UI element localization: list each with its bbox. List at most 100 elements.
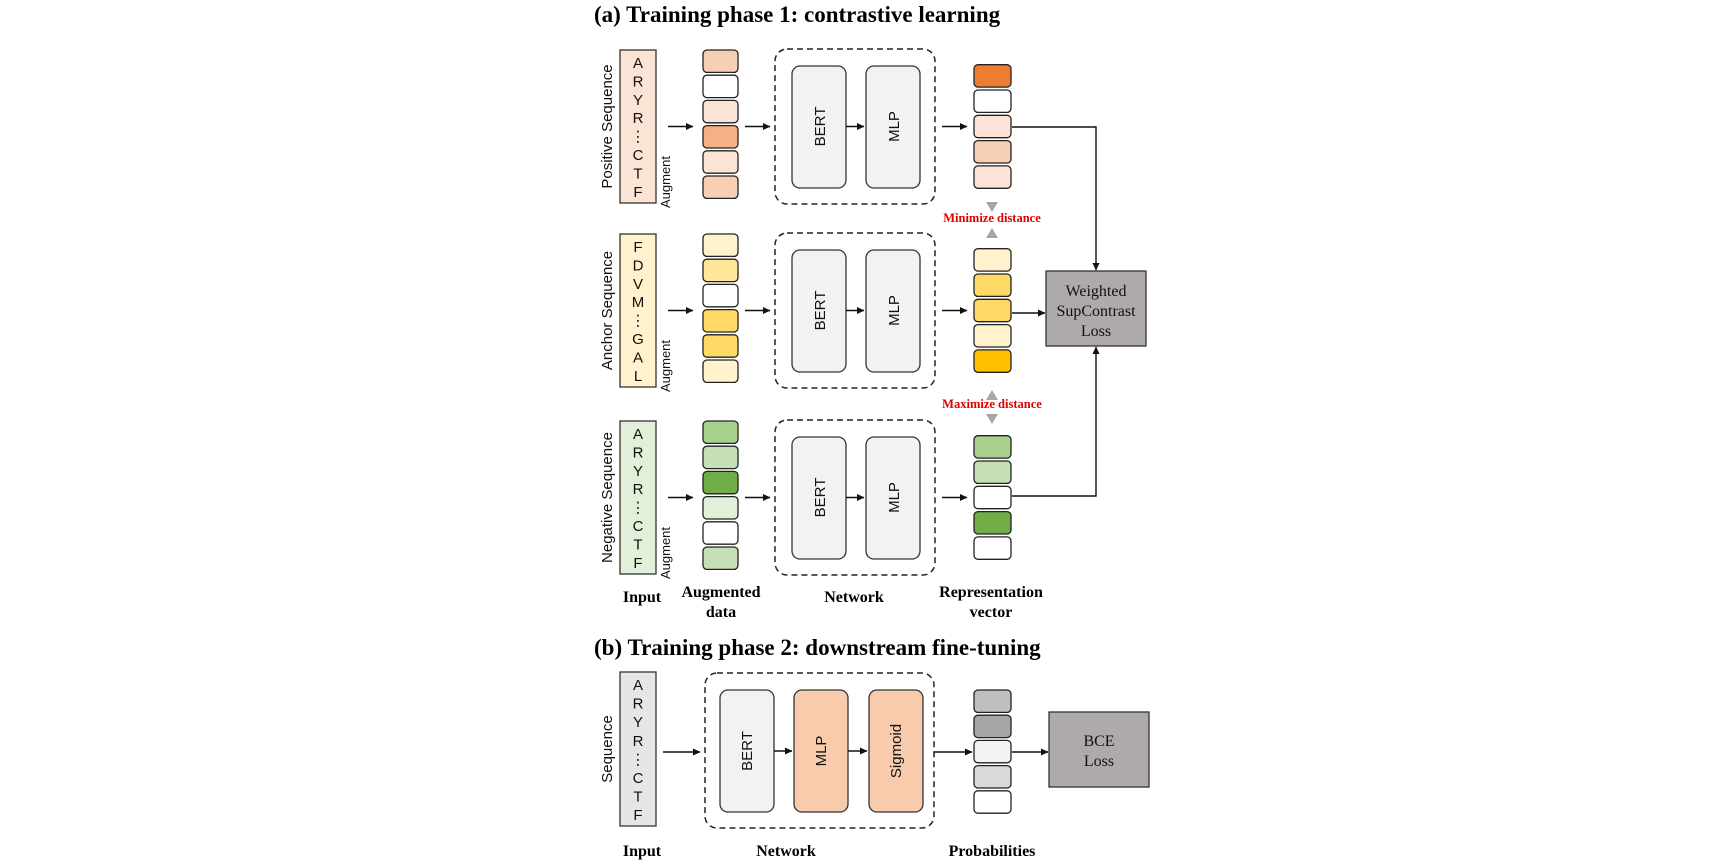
finetune-sequence-box bbox=[619, 671, 657, 827]
finetune-input-caption: Input bbox=[623, 843, 662, 860]
bce-loss-line-1: BCE bbox=[1083, 733, 1114, 750]
sequence-char: V bbox=[633, 276, 643, 293]
augmented-data-cell bbox=[702, 258, 739, 283]
weighted-supcontrast-loss-box bbox=[1045, 270, 1147, 347]
augmented-data-cell bbox=[702, 74, 739, 99]
sequence-char: ⋮ bbox=[631, 313, 646, 330]
sequence-char: C bbox=[633, 518, 644, 535]
augmented-data-cell bbox=[702, 521, 739, 545]
probability-cell bbox=[973, 739, 1012, 764]
mlp-label: MLP bbox=[813, 736, 830, 767]
loss-line-3: Loss bbox=[1081, 323, 1111, 340]
augmented-caption-line2: data bbox=[706, 604, 736, 621]
sequence-char: C bbox=[633, 770, 644, 787]
sequence-char: T bbox=[633, 789, 642, 806]
sequence-char: R bbox=[633, 481, 644, 498]
sigmoid-label: Sigmoid bbox=[888, 724, 905, 778]
representation-vector-cell bbox=[973, 323, 1012, 348]
sequence-char: F bbox=[633, 184, 642, 201]
sequence-char: Y bbox=[633, 714, 643, 731]
augmented-data-cell bbox=[702, 175, 739, 200]
representation-vector-cell bbox=[973, 485, 1012, 510]
augmented-data-cell bbox=[702, 546, 739, 571]
sequence-char: A bbox=[633, 55, 643, 72]
negative-network-container bbox=[774, 419, 936, 576]
representation-vector-cell bbox=[973, 298, 1012, 323]
sequence-char: ⋮ bbox=[631, 500, 646, 517]
sequence-char: ⋮ bbox=[631, 129, 646, 146]
negative-sequence-label: Negative Sequence bbox=[599, 432, 616, 563]
loss-line-1: Weighted bbox=[1066, 283, 1127, 300]
representation-vector-cell bbox=[973, 248, 1012, 272]
positive-mlp-module bbox=[865, 65, 921, 189]
sequence-char: F bbox=[633, 555, 642, 572]
negative-mlp-label: MLP bbox=[886, 482, 903, 513]
positive-mlp-label: MLP bbox=[886, 111, 903, 142]
sequence-char: F bbox=[633, 807, 642, 824]
probabilities-caption: Probabilities bbox=[949, 843, 1036, 860]
augmented-data-cell bbox=[702, 124, 739, 149]
sequence-char: L bbox=[634, 368, 642, 385]
sequence-char: R bbox=[633, 73, 644, 90]
probability-cell bbox=[973, 689, 1012, 714]
sequence-char: Y bbox=[633, 463, 643, 480]
representation-vector-cell bbox=[973, 89, 1012, 114]
representation-caption-line2: vector bbox=[970, 604, 1013, 621]
positive-augment-label: Augment bbox=[658, 156, 673, 208]
augmented-caption-line1: Augmented bbox=[681, 584, 760, 601]
representation-vector-cell bbox=[973, 165, 1012, 189]
representation-vector-cell bbox=[973, 273, 1012, 298]
sequence-char: M bbox=[632, 294, 645, 311]
augmented-data-cell bbox=[702, 150, 739, 174]
sequence-char: D bbox=[633, 257, 644, 274]
input-caption: Input bbox=[623, 589, 662, 606]
sequence-char: A bbox=[633, 426, 643, 443]
positive-bert-label: BERT bbox=[812, 107, 829, 147]
representation-vector-cell bbox=[973, 536, 1012, 560]
representation-caption-line1: Representation bbox=[939, 584, 1043, 601]
positive-sequence-label: Positive Sequence bbox=[599, 64, 616, 188]
probability-cell bbox=[973, 714, 1012, 739]
sigmoid-module bbox=[868, 689, 924, 813]
finetune-network-caption: Network bbox=[756, 843, 816, 860]
representation-vector-cell bbox=[973, 139, 1012, 164]
representation-vector-cell bbox=[973, 349, 1012, 373]
representation-vector-cell bbox=[973, 435, 1012, 459]
representation-vector-cell bbox=[973, 64, 1012, 88]
negative-to-loss-arrow bbox=[1012, 346, 1100, 497]
augmented-data-cell bbox=[702, 233, 739, 258]
anchor-network-container bbox=[774, 232, 936, 389]
anchor-bert-label: BERT bbox=[812, 291, 829, 331]
sequence-char: R bbox=[633, 110, 644, 127]
finetune-network-container bbox=[704, 672, 935, 829]
sequence-char: T bbox=[633, 536, 642, 553]
anchor-mlp-module bbox=[865, 249, 921, 373]
augmented-data-cell bbox=[702, 359, 739, 384]
bce-loss-line-2: Loss bbox=[1084, 753, 1114, 770]
augmented-data-cell bbox=[702, 99, 739, 124]
sequence-char: F bbox=[633, 239, 642, 256]
anchor-sequence-box bbox=[619, 233, 657, 388]
sequence-char: ⋮ bbox=[631, 751, 646, 768]
augmented-data-cell bbox=[702, 495, 739, 520]
network-caption: Network bbox=[824, 589, 884, 606]
bce-loss-box bbox=[1048, 711, 1150, 788]
augmented-data-cell bbox=[702, 445, 739, 470]
minimize-distance-indicator: Minimize distance bbox=[943, 202, 1041, 238]
augmented-data-cell bbox=[702, 470, 739, 495]
representation-vector-cell bbox=[973, 510, 1012, 535]
sequence-char: R bbox=[633, 733, 644, 750]
negative-augment-label: Augment bbox=[658, 527, 673, 579]
representation-vector-cell bbox=[973, 460, 1012, 485]
sequence-char: R bbox=[633, 444, 644, 461]
negative-bert-label: BERT bbox=[812, 478, 829, 518]
section-b-title: (b) Training phase 2: downstream fine-tu… bbox=[594, 635, 1041, 660]
positive-network-container bbox=[774, 48, 936, 205]
sequence-char: T bbox=[633, 165, 642, 182]
section-a-title: (a) Training phase 1: contrastive learni… bbox=[594, 2, 1001, 27]
sequence-char: A bbox=[633, 677, 643, 694]
